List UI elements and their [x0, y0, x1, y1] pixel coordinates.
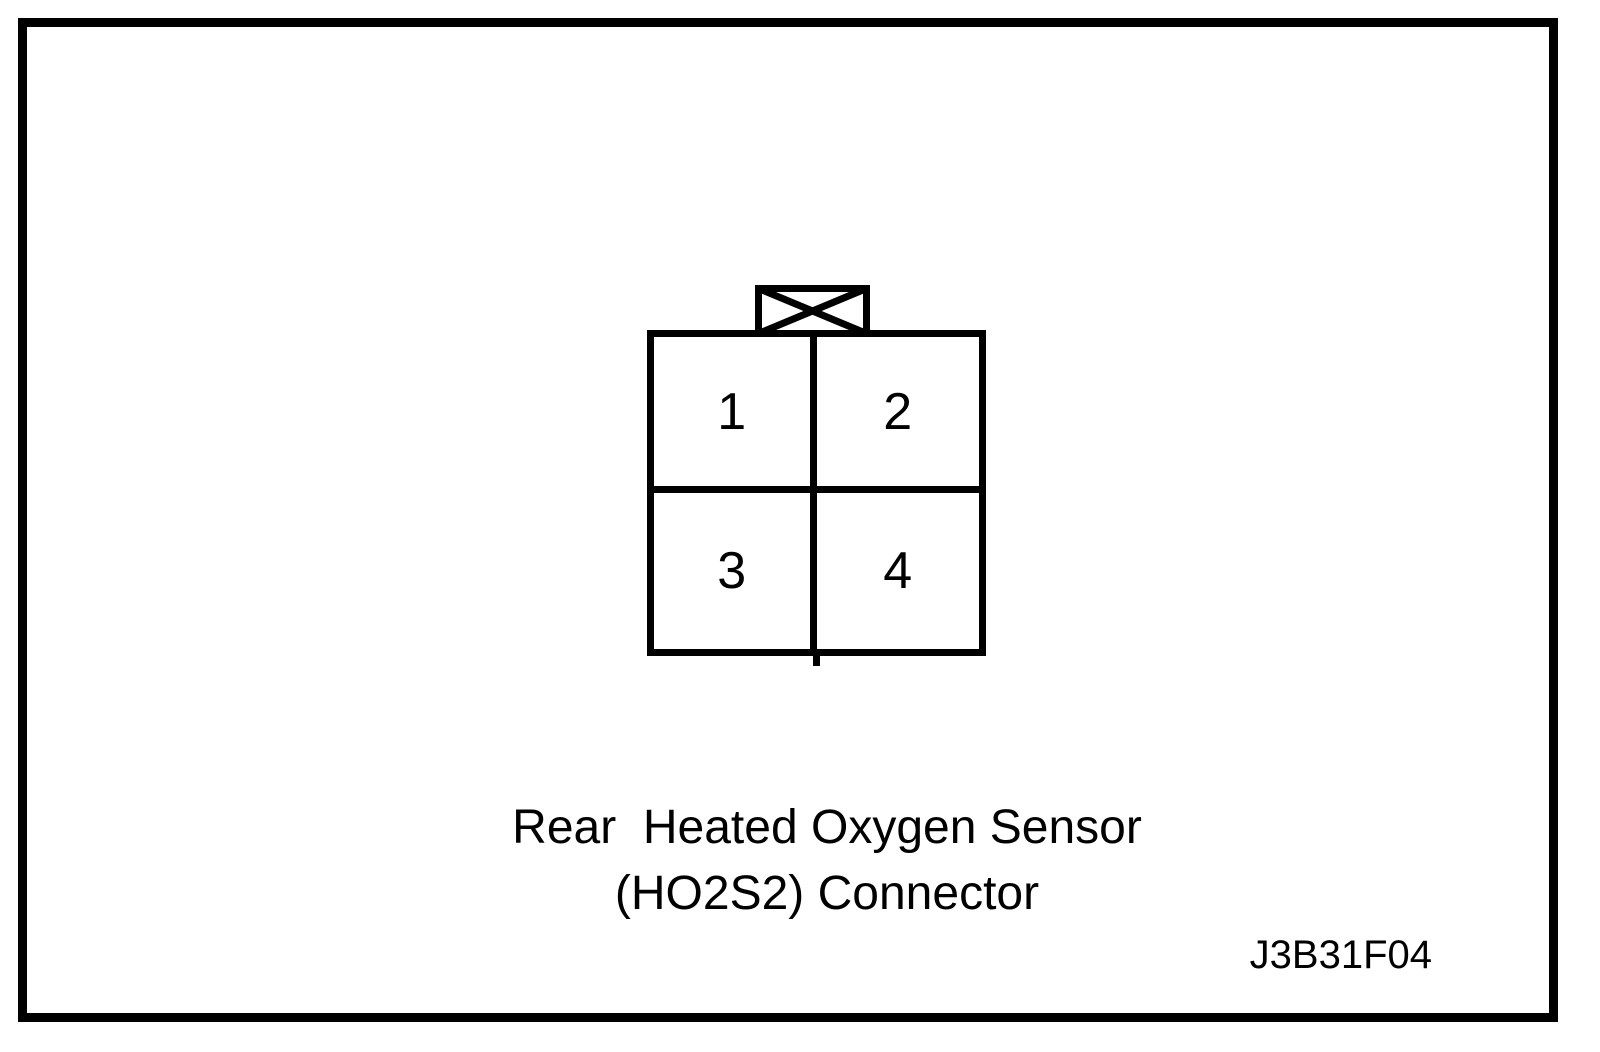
- pin-cavity-4: 4: [817, 493, 980, 649]
- pin-number-4: 4: [883, 542, 913, 600]
- pin-number-1: 1: [717, 382, 747, 441]
- figure-code: J3B31F04: [1249, 933, 1432, 977]
- figure-border: 1 2 3 4 Rear Heated Oxygen Sensor (HO2S2…: [18, 18, 1558, 1022]
- pin-number-3: 3: [717, 542, 747, 600]
- pin-cavity-2: 2: [816, 337, 979, 493]
- caption-line-2: (HO2S2) Connector: [614, 867, 1040, 920]
- pin-cavity-1: 1: [654, 337, 817, 493]
- pin-cavity-3: 3: [654, 493, 817, 649]
- pin-number-2: 2: [883, 382, 913, 441]
- divider-tail: [813, 655, 820, 666]
- caption-line-1: Rear Heated Oxygen Sensor: [512, 801, 1142, 854]
- figure-caption: Rear Heated Oxygen Sensor (HO2S2) Connec…: [27, 795, 1600, 927]
- connector-pin-grid: 1 2 3 4: [647, 330, 986, 656]
